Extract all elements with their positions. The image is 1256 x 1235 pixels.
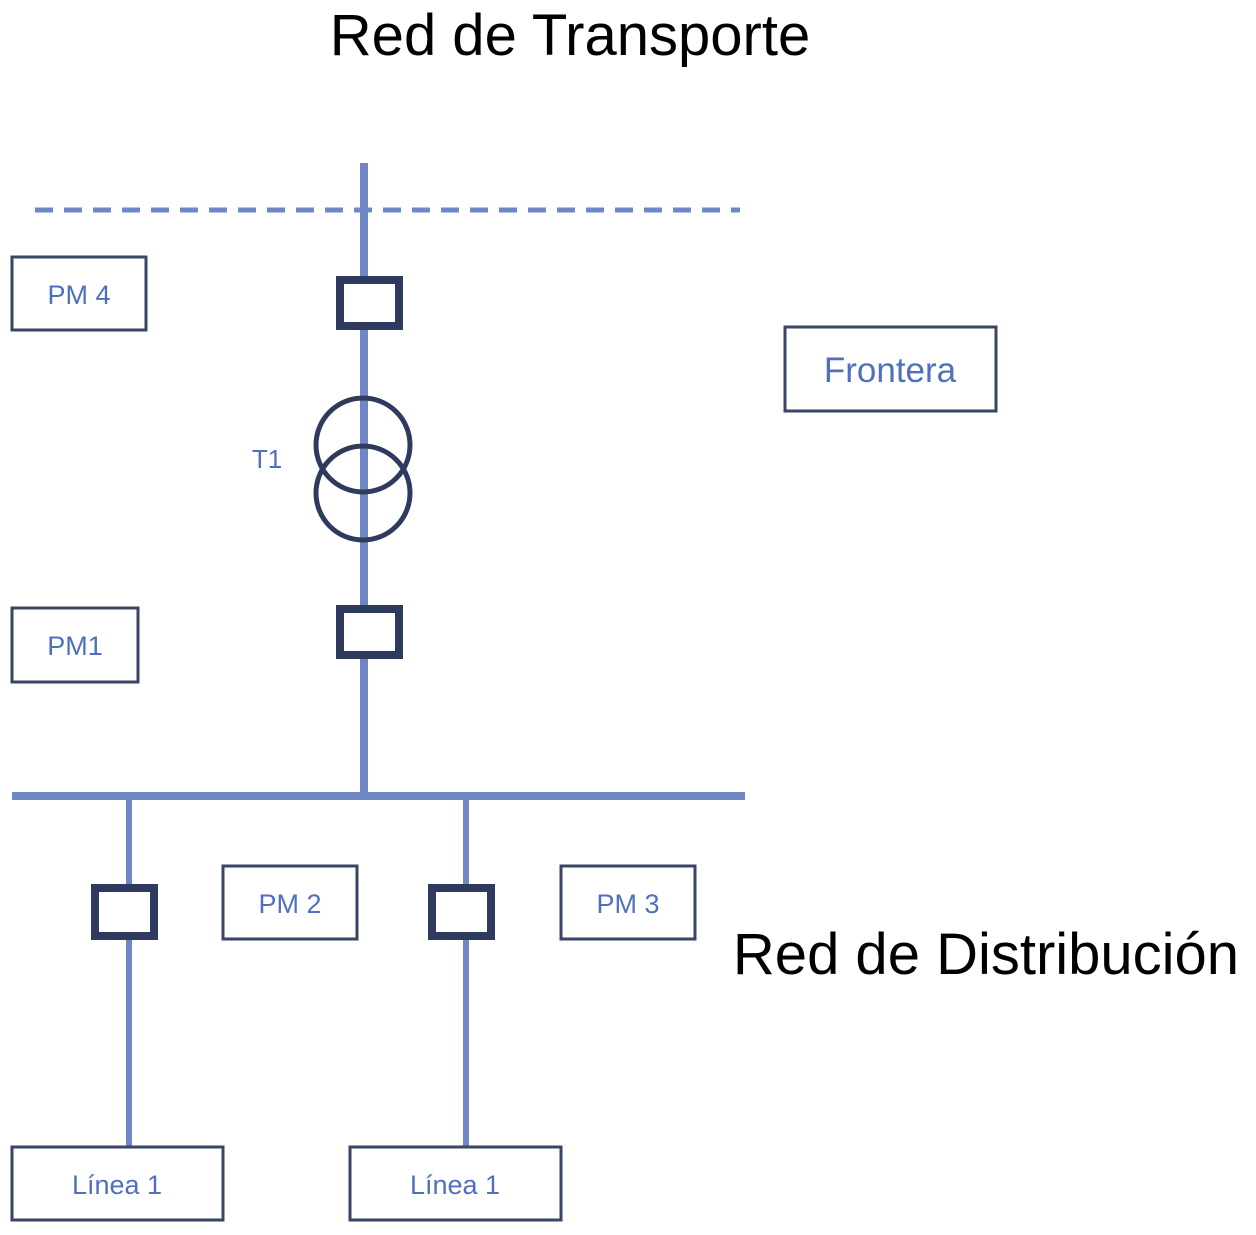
box-pm2: PM 2 bbox=[221, 864, 359, 941]
box-pm2-label: PM 2 bbox=[258, 889, 321, 919]
box-pm1: PM1 bbox=[10, 606, 140, 684]
box-linea-right-label: Línea 1 bbox=[410, 1170, 500, 1200]
title-transport-network: Red de Transporte bbox=[330, 3, 810, 68]
title-distribution-network: Red de Distribución bbox=[733, 922, 1239, 987]
box-linea-right: Línea 1 bbox=[348, 1145, 563, 1222]
breaker-lower bbox=[336, 605, 403, 659]
box-pm3: PM 3 bbox=[559, 864, 697, 941]
box-pm4: PM 4 bbox=[10, 255, 148, 332]
box-frontera: Frontera bbox=[783, 325, 998, 413]
box-frontera-label: Frontera bbox=[824, 351, 957, 390]
box-pm3-label: PM 3 bbox=[596, 889, 659, 919]
box-pm1-label: PM1 bbox=[47, 631, 103, 661]
box-linea-left: Línea 1 bbox=[10, 1145, 225, 1222]
transformer-t1-symbol bbox=[313, 395, 413, 543]
transformer-label: T1 bbox=[252, 444, 282, 474]
breaker-branch-right bbox=[428, 884, 495, 940]
box-pm4-label: PM 4 bbox=[47, 280, 110, 310]
breaker-branch-left bbox=[91, 884, 158, 940]
box-linea-left-label: Línea 1 bbox=[72, 1170, 162, 1200]
breaker-upper bbox=[336, 276, 403, 330]
